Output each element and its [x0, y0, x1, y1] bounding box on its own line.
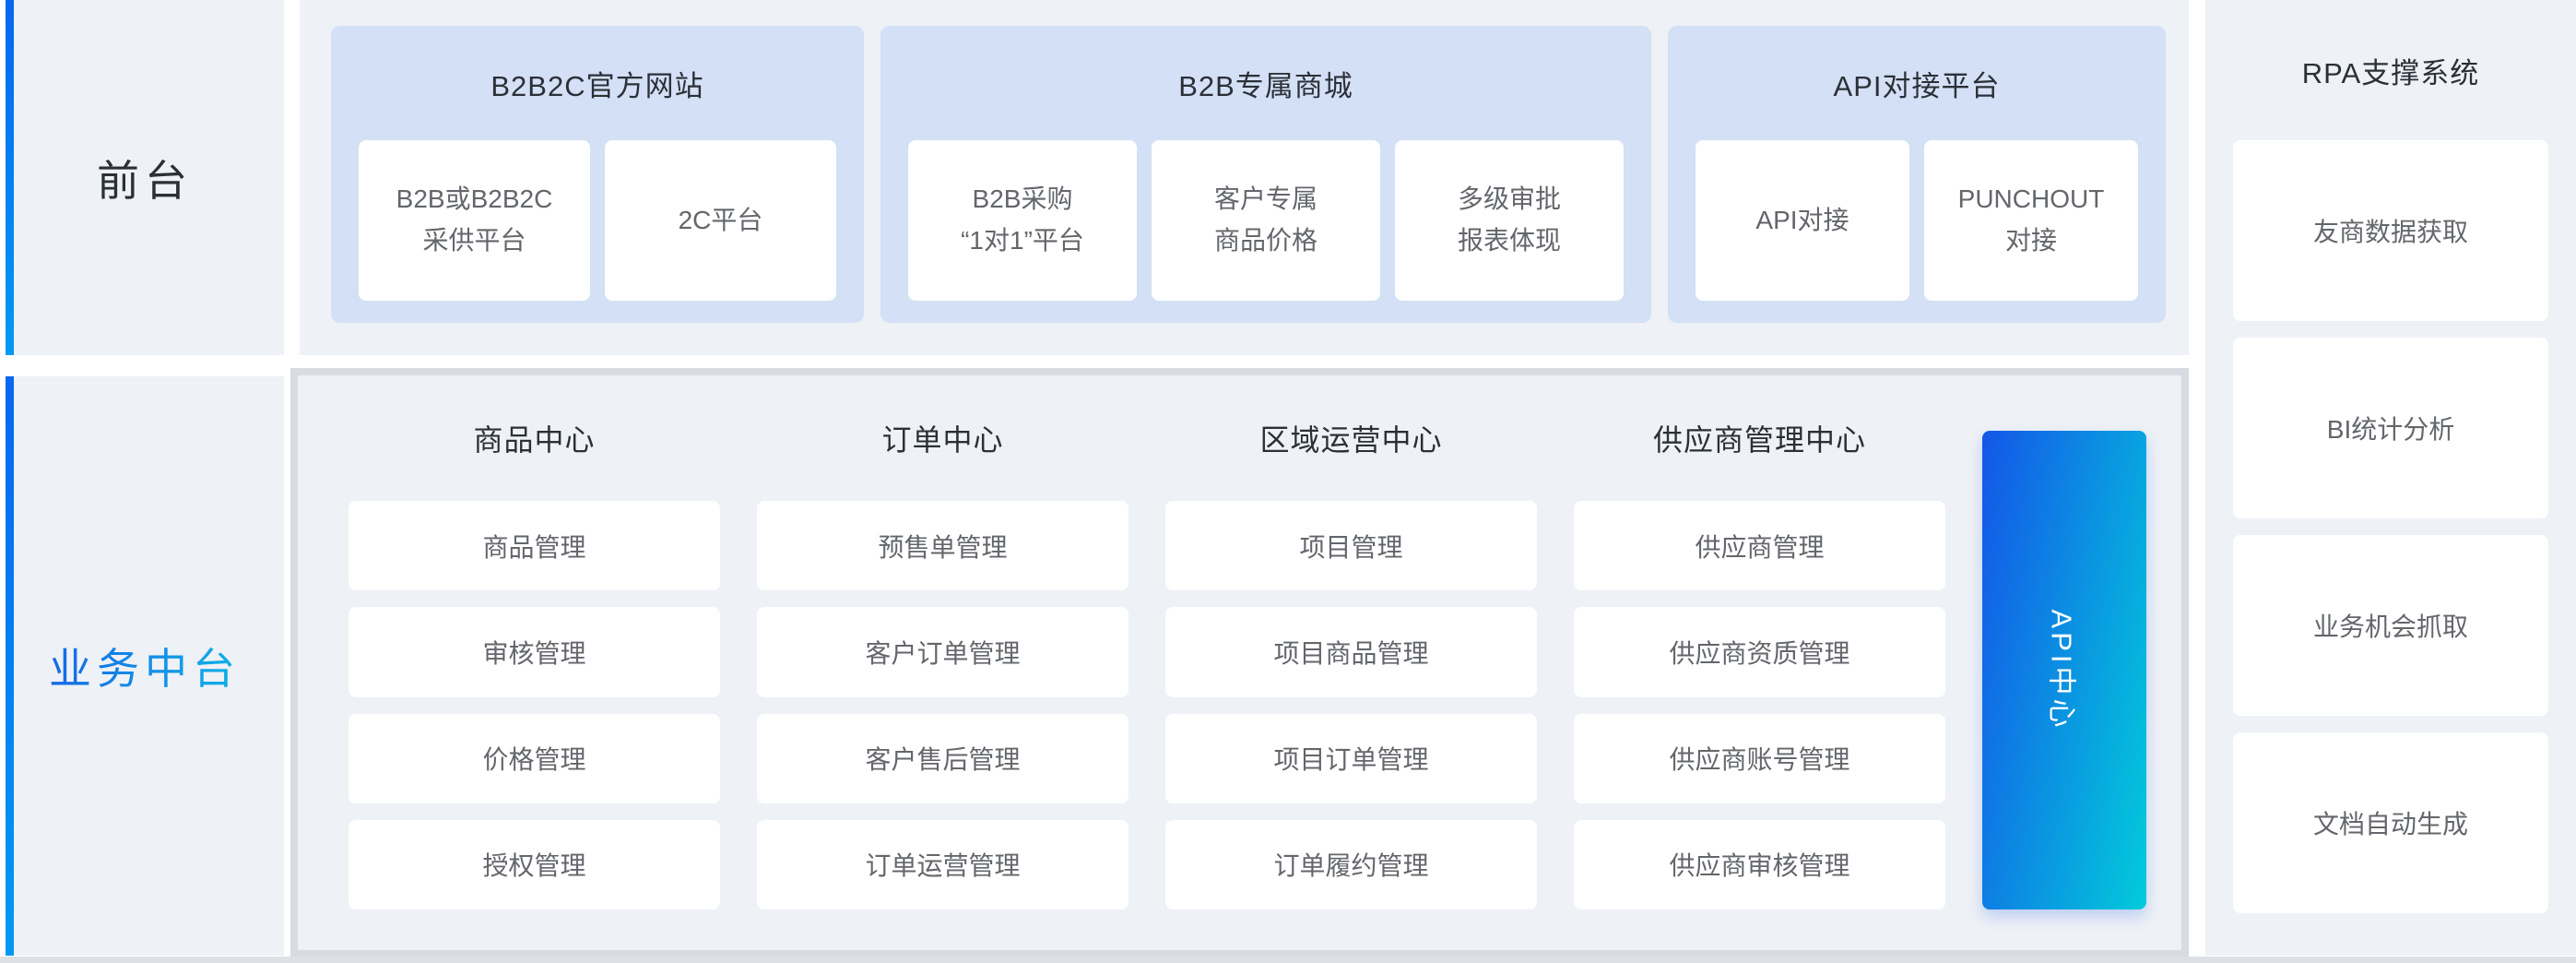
rpa-cards: 友商数据获取 BI统计分析 业务机会抓取 文档自动生成 — [2233, 140, 2548, 913]
column-cards: 项目管理 项目商品管理 项目订单管理 订单履约管理 — [1165, 501, 1537, 910]
middle-stage-block: 业务中台 — [6, 376, 284, 956]
module-card: 订单运营管理 — [757, 819, 1128, 910]
module-card: 客户售后管理 — [757, 713, 1128, 803]
module-card: 客户专属 商品价格 — [1152, 140, 1380, 301]
group-title: B2B2C官方网站 — [490, 69, 704, 102]
module-card: 供应商管理 — [1574, 501, 1945, 591]
middle-stage-label: 业务中台 — [6, 376, 284, 956]
module-card: 文档自动生成 — [2233, 732, 2548, 913]
front-stage-label: 前台 — [97, 156, 193, 205]
column-title: 商品中心 — [473, 423, 596, 457]
module-card: 供应商审核管理 — [1574, 819, 1945, 910]
middle-stage-inner: 商品中心 商品管理 审核管理 价格管理 授权管理 订单中心 预售单管理 客户订单… — [298, 375, 2181, 950]
group-cards: B2B或B2B2C 采供平台 2C平台 — [359, 140, 836, 301]
group-b2b2c-official-site: B2B2C官方网站 B2B或B2B2C 采供平台 2C平台 — [331, 26, 864, 323]
column-cards: 预售单管理 客户订单管理 客户售后管理 订单运营管理 — [757, 501, 1128, 910]
api-center-label: API中心 — [2045, 609, 2078, 731]
front-accent-bar — [6, 0, 14, 355]
group-cards: API对接 PUNCHOUT 对接 — [1696, 140, 2138, 301]
column-cards: 供应商管理 供应商资质管理 供应商账号管理 供应商审核管理 — [1574, 501, 1945, 910]
module-card: 授权管理 — [349, 819, 720, 910]
column-supplier-management-center: 供应商管理中心 供应商管理 供应商资质管理 供应商账号管理 供应商审核管理 — [1574, 375, 1945, 910]
group-title: B2B专属商城 — [1178, 69, 1353, 102]
module-card: PUNCHOUT 对接 — [1924, 140, 2138, 301]
column-order-center: 订单中心 预售单管理 客户订单管理 客户售后管理 订单运营管理 — [757, 375, 1128, 910]
middle-stage-container: 商品中心 商品管理 审核管理 价格管理 授权管理 订单中心 预售单管理 客户订单… — [290, 368, 2189, 957]
module-card: 项目订单管理 — [1165, 713, 1537, 803]
module-card: B2B采购 “1对1”平台 — [908, 140, 1137, 301]
module-card: 项目管理 — [1165, 501, 1537, 591]
group-title: API对接平台 — [1833, 69, 2001, 102]
module-card: 业务机会抓取 — [2233, 535, 2548, 716]
module-card: 2C平台 — [605, 140, 836, 301]
rpa-panel-title: RPA支撑系统 — [2301, 56, 2480, 89]
module-card: B2B或B2B2C 采供平台 — [359, 140, 590, 301]
column-title: 区域运营中心 — [1259, 423, 1443, 457]
module-card: 供应商资质管理 — [1574, 607, 1945, 697]
module-card: 多级审批 报表体现 — [1395, 140, 1624, 301]
module-card: BI统计分析 — [2233, 338, 2548, 518]
module-card: 友商数据获取 — [2233, 140, 2548, 321]
group-api-integration-platform: API对接平台 API对接 PUNCHOUT 对接 — [1668, 26, 2166, 323]
module-card: 订单履约管理 — [1165, 819, 1537, 910]
column-regional-operation-center: 区域运营中心 项目管理 项目商品管理 项目订单管理 订单履约管理 — [1165, 375, 1537, 910]
column-cards: 商品管理 审核管理 价格管理 授权管理 — [349, 501, 720, 910]
group-cards: B2B采购 “1对1”平台 客户专属 商品价格 多级审批 报表体现 — [908, 140, 1624, 301]
module-card: API对接 — [1696, 140, 1909, 301]
column-title: 供应商管理中心 — [1652, 423, 1866, 457]
module-card: 供应商账号管理 — [1574, 713, 1945, 803]
middle-accent-bar — [6, 376, 14, 956]
module-card: 商品管理 — [349, 501, 720, 591]
column-product-center: 商品中心 商品管理 审核管理 价格管理 授权管理 — [349, 375, 720, 910]
front-stage-panel: B2B2C官方网站 B2B或B2B2C 采供平台 2C平台 B2B专属商城 B2… — [300, 0, 2189, 355]
column-title: 订单中心 — [881, 423, 1004, 457]
module-card: 预售单管理 — [757, 501, 1128, 591]
rpa-support-system-panel: RPA支撑系统 友商数据获取 BI统计分析 业务机会抓取 文档自动生成 — [2205, 0, 2576, 956]
module-card: 价格管理 — [349, 713, 720, 803]
bottom-divider — [0, 957, 2576, 963]
module-card: 项目商品管理 — [1165, 607, 1537, 697]
group-b2b-exclusive-mall: B2B专属商城 B2B采购 “1对1”平台 客户专属 商品价格 多级审批 报表体… — [880, 26, 1651, 323]
module-card: 客户订单管理 — [757, 607, 1128, 697]
module-card: 审核管理 — [349, 607, 720, 697]
api-center-bar: API中心 — [1982, 431, 2146, 910]
front-stage-block: 前台 — [6, 0, 284, 355]
